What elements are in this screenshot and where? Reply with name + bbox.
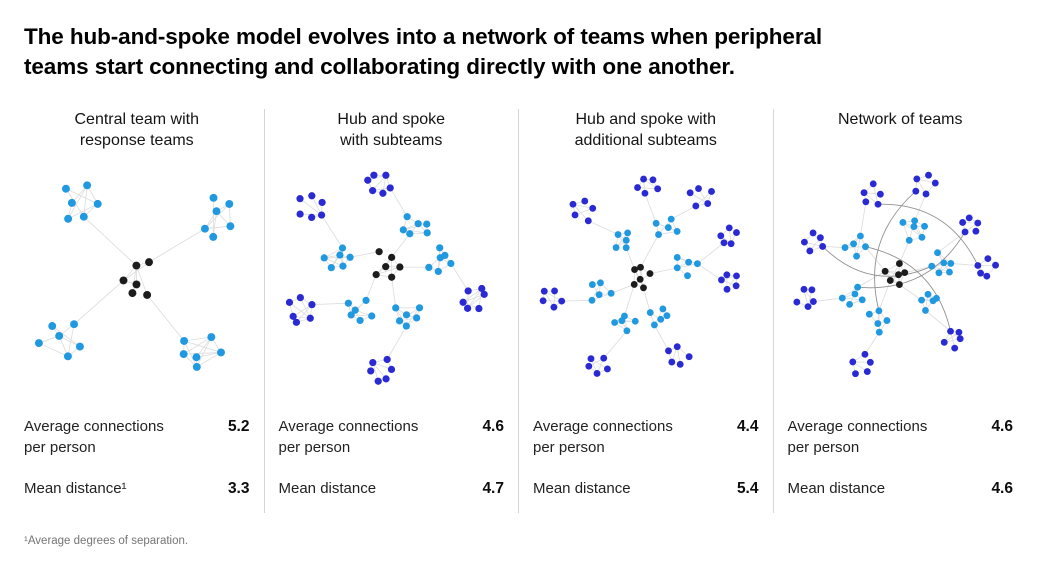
panel-row: Central team with response teams Average…: [24, 109, 1018, 514]
stat-mean-distance: Mean distance 4.7: [279, 479, 505, 500]
panel-header: Central team with response teams: [74, 111, 200, 150]
stat-value: 4.6: [991, 479, 1013, 497]
graph-wrap: [279, 157, 505, 407]
panel-stats: Average connections per person 4.4 Mean …: [533, 417, 759, 499]
panel-hub-and-spoke: Hub and spoke with subteams Average conn…: [263, 109, 519, 514]
stat-label: Mean distance: [278, 479, 377, 497]
network-diagram-hub-and-spoke: [285, 171, 488, 386]
stat-value: 4.6: [991, 418, 1013, 436]
stat-label: Average connections per person: [278, 418, 419, 457]
graph-wrap: [533, 157, 759, 407]
network-diagram-additional-subteams: [539, 176, 740, 378]
title-line-2: teams start connecting and collaborating…: [24, 53, 735, 79]
network-diagram-central-team: [34, 181, 235, 372]
stat-value: 4.7: [482, 479, 504, 497]
stat-avg-connections: Average connections per person 4.6: [788, 417, 1014, 458]
panel-stats: Average connections per person 4.6 Mean …: [279, 417, 505, 499]
graph-wrap: [24, 157, 250, 407]
stat-mean-distance: Mean distance¹ 3.3: [24, 479, 250, 500]
panel-hub-and-spoke-additional: Hub and spoke with additional subteams A…: [518, 109, 773, 514]
stat-value: 3.3: [227, 479, 250, 497]
footnote: ¹Average degrees of separation.: [24, 535, 189, 548]
stat-label: Average connections per person: [787, 418, 928, 457]
stat-label: Average connections per person: [533, 418, 673, 457]
stat-value: 5.2: [227, 418, 250, 436]
stat-value: 4.6: [482, 418, 504, 436]
stat-label: Mean distance: [533, 479, 631, 497]
stat-avg-connections: Average connections per person 5.2: [24, 417, 250, 458]
stat-label: Mean distance¹: [24, 479, 127, 497]
stat-value: 5.4: [736, 479, 759, 497]
title-line-1: The hub-and-spoke model evolves into a n…: [24, 24, 823, 49]
stat-value: 4.4: [736, 418, 759, 436]
stat-label: Mean distance: [787, 479, 886, 497]
panel-central-team: Central team with response teams Average…: [24, 109, 264, 513]
stat-label: Average connections per person: [24, 418, 164, 457]
exhibit: The hub-and-spoke model evolves into a n…: [24, 22, 1018, 548]
network-diagram-network-of-teams: [792, 172, 999, 378]
stat-mean-distance: Mean distance 5.4: [533, 479, 759, 500]
panel-stats: Average connections per person 5.2 Mean …: [24, 417, 250, 499]
panel-header: Hub and spoke with subteams: [337, 111, 446, 150]
panel-stats: Average connections per person 4.6 Mean …: [788, 417, 1014, 499]
graph-wrap: [788, 157, 1014, 407]
panel-network-of-teams: Network of teams Average connections per…: [772, 109, 1018, 514]
panel-header: Hub and spoke with additional subteams: [574, 111, 717, 150]
stat-mean-distance: Mean distance 4.6: [788, 479, 1014, 500]
stat-avg-connections: Average connections per person 4.6: [279, 417, 505, 458]
page-title: The hub-and-spoke model evolves into a n…: [24, 22, 1017, 81]
stat-avg-connections: Average connections per person 4.4: [533, 417, 759, 458]
panel-header: Network of teams: [838, 111, 963, 129]
